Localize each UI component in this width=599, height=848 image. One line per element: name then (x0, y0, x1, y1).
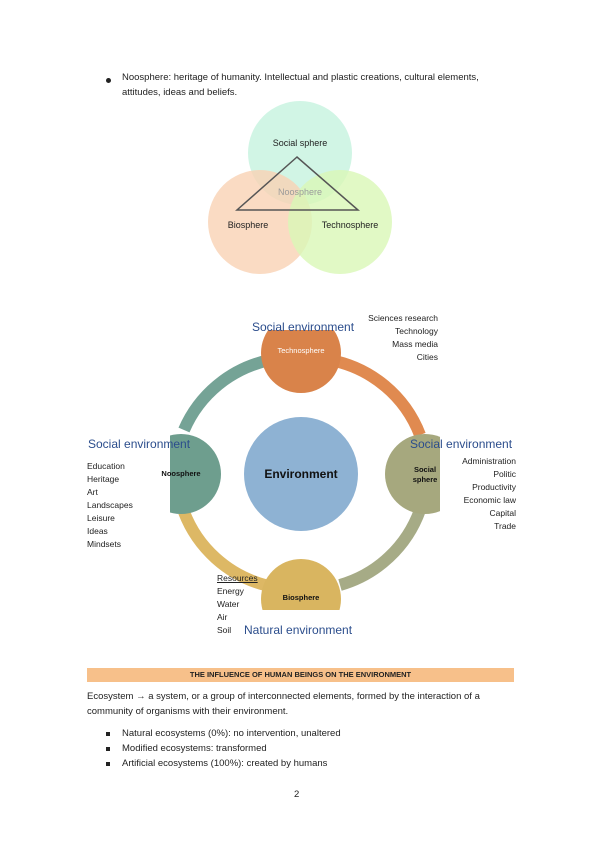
list-item: Air (217, 612, 228, 622)
node-noosphere (170, 434, 221, 514)
list-item: Productivity (472, 482, 516, 492)
ring-arc-top-right (328, 354, 426, 438)
list-item: Education (87, 461, 125, 471)
square-bullet (106, 762, 110, 766)
intro-bullet-line2: attitudes, ideas and beliefs. (122, 87, 238, 98)
list-item: Mindsets (87, 539, 122, 549)
venn-circle-technosphere (288, 170, 392, 274)
title-bottom-natural-environment: Natural environment (244, 623, 353, 637)
ecosystem-paragraph-line1: Ecosystem → a system, or a group of inte… (87, 691, 480, 702)
section-banner: THE INFLUENCE OF HUMAN BEINGS ON THE ENV… (87, 668, 514, 682)
list-noosphere: Education Heritage Art Landscapes Leisur… (87, 460, 133, 551)
node-biosphere (261, 559, 341, 610)
square-bullet (106, 747, 110, 751)
venn-label-social: Social sphere (272, 138, 328, 148)
list-item: Leisure (87, 513, 115, 523)
intro-bullet-line1: Noosphere: heritage of humanity. Intelle… (122, 72, 479, 83)
list-item: Administration (462, 456, 516, 466)
list-item: Politic (493, 469, 516, 479)
center-label: Environment (264, 467, 338, 481)
list-item: Economic law (463, 495, 516, 505)
list-item: Trade (494, 521, 516, 531)
ecosystem-item-modified: Modified ecosystems: transformed (122, 743, 267, 754)
ecosystem-item-natural: Natural ecosystems (0%): no intervention… (122, 728, 341, 739)
node-label-social-sphere-1: Social (413, 465, 437, 474)
list-header: Resources (217, 573, 258, 583)
list-item: Technology (394, 326, 438, 336)
venn-label-biosphere: Biosphere (227, 220, 269, 230)
node-label-biosphere: Biosphere (282, 593, 320, 602)
ecosystem-paragraph-line2: community of organisms with their enviro… (87, 706, 289, 717)
title-top-social-environment: Social environment (252, 320, 355, 334)
center-environment-circle (244, 417, 358, 531)
list-item: Soil (217, 625, 232, 635)
ecosystem-item-artificial: Artificial ecosystems (100%): created by… (122, 758, 328, 769)
list-item: Mass media (392, 339, 438, 349)
venn-label-technosphere: Technosphere (321, 220, 379, 230)
list-item: Art (87, 487, 98, 497)
list-social-sphere: Administration Politic Productivity Econ… (440, 455, 516, 533)
venn-triangle (235, 156, 361, 211)
venn-circle-biosphere (208, 170, 312, 274)
ring-arc-left-top (178, 354, 272, 433)
list-item: Cities (416, 352, 438, 362)
bullet-marker (106, 78, 111, 83)
list-item: Sciences research (368, 313, 438, 323)
ring-arc-right-bottom (338, 507, 426, 591)
page-number: 2 (294, 789, 300, 800)
list-item: Water (217, 599, 240, 609)
node-social-sphere (385, 434, 440, 514)
title-right-social-environment: Social environment (410, 437, 513, 451)
list-item: Landscapes (87, 500, 133, 510)
title-left-social-environment: Social environment (88, 437, 191, 451)
environment-cycle-diagram (170, 330, 440, 610)
list-biosphere: Resources Energy Water Air Soil (217, 572, 258, 637)
list-item: Ideas (87, 526, 108, 536)
node-label-social-sphere-2: sphere (412, 475, 438, 484)
venn-label-noosphere: Noosphere (277, 187, 323, 197)
ring-arc-bottom-left (178, 509, 267, 591)
list-technosphere: Sciences research Technology Mass media … (330, 312, 438, 364)
node-technosphere (261, 330, 341, 393)
node-label-noosphere: Noosphere (161, 469, 201, 478)
venn-diagram (208, 101, 392, 274)
square-bullet (106, 732, 110, 736)
list-item: Capital (489, 508, 516, 518)
node-label-technosphere: Technosphere (277, 346, 325, 355)
list-item: Heritage (87, 474, 120, 484)
list-item: Energy (217, 586, 244, 596)
